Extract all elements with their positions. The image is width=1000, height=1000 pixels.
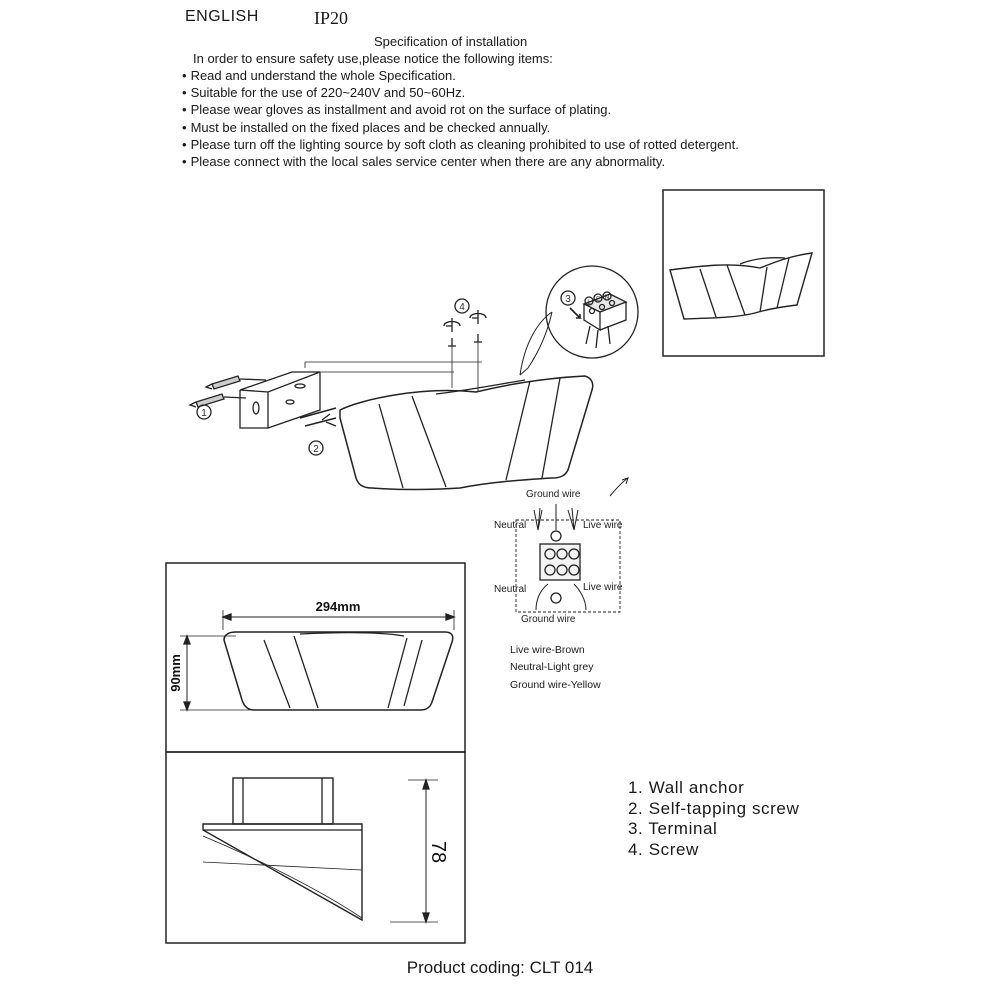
note-item: Please wear gloves as installment and av… [182,101,739,118]
self-tapping-screw-icon [299,407,337,427]
ground-wire-top-label: Ground wire [526,489,581,500]
part-item: 1. Wall anchor [628,778,745,797]
legend-ground: Ground wire-Yellow [510,679,601,691]
front-view-frame [165,562,466,753]
wall-bracket [239,371,321,429]
callout-3-circle [560,290,576,306]
terminal-letter-n: N [605,295,609,301]
terminal-detail-circle [545,265,639,359]
wire-color-legend: Live wire-Brown Neutral-Light grey Groun… [510,642,601,694]
callout-1: 1 [201,408,207,419]
lamp-preview-icon [669,252,813,320]
callout-2-circle [308,440,324,456]
side-view-lamp [202,777,363,922]
part-item: 3. Terminal [628,819,718,838]
intro-text: In order to ensure safety use,please not… [193,51,553,66]
ground-wire-bottom-label: Ground wire [521,614,576,625]
front-view-lamp [223,631,454,711]
neutral-bottom-label: Neutral [494,584,526,595]
ip-rating: IP20 [314,8,349,28]
note-item: Please connect with the local sales serv… [182,153,739,170]
depth-dimension-label: 78 [427,841,449,863]
wiring-box [515,519,621,613]
product-coding: Product coding: CLT 014 [406,958,594,977]
live-top-label: Live wire [583,520,623,531]
live-bottom-label: Live wire [583,582,623,593]
callout-1-circle [196,404,212,420]
spec-title: Specification of installation [374,34,528,49]
safety-notes: Read and understand the whole Specificat… [182,67,739,170]
width-dimension-label: 294mm [316,599,361,614]
part-item: 2. Self-tapping screw [628,798,800,818]
wire-lines [533,504,587,611]
note-item: Read and understand the whole Specificat… [182,67,739,84]
callout-4: 4 [459,302,465,313]
legend-live: Live wire-Brown [510,644,585,656]
screw-icon [443,310,487,392]
side-view-frame [165,751,466,944]
callout-2: 2 [313,444,319,455]
neutral-top-label: Neutral [494,520,526,531]
terminal-letter-e: E [596,297,600,303]
wall-anchor-icon [188,375,267,408]
height-dimension-label: 90mm [168,654,183,692]
note-item: Must be installed on the fixed places an… [182,119,739,136]
terminal-arrow [569,307,582,319]
legend-neutral: Neutral-Light grey [510,660,594,673]
lamp-body [339,375,594,491]
note-item: Suitable for the use of 220~240V and 50~… [182,84,739,101]
language-label: ENGLISH [185,8,259,25]
part-item: 4. Screw [628,839,699,859]
note-item: Please turn off the lighting source by s… [182,136,739,153]
parts-list: 1. Wall anchor 2. Self-tapping screw 3. … [628,778,799,860]
callout-3: 3 [565,294,571,305]
terminal-block-icon [582,291,628,349]
callout-4-circle [454,298,470,314]
lamp-preview-frame [662,189,825,357]
wiring-arrow [609,476,629,497]
terminal-letter-l: L [587,300,591,306]
wiring-terminal-block [539,530,581,604]
